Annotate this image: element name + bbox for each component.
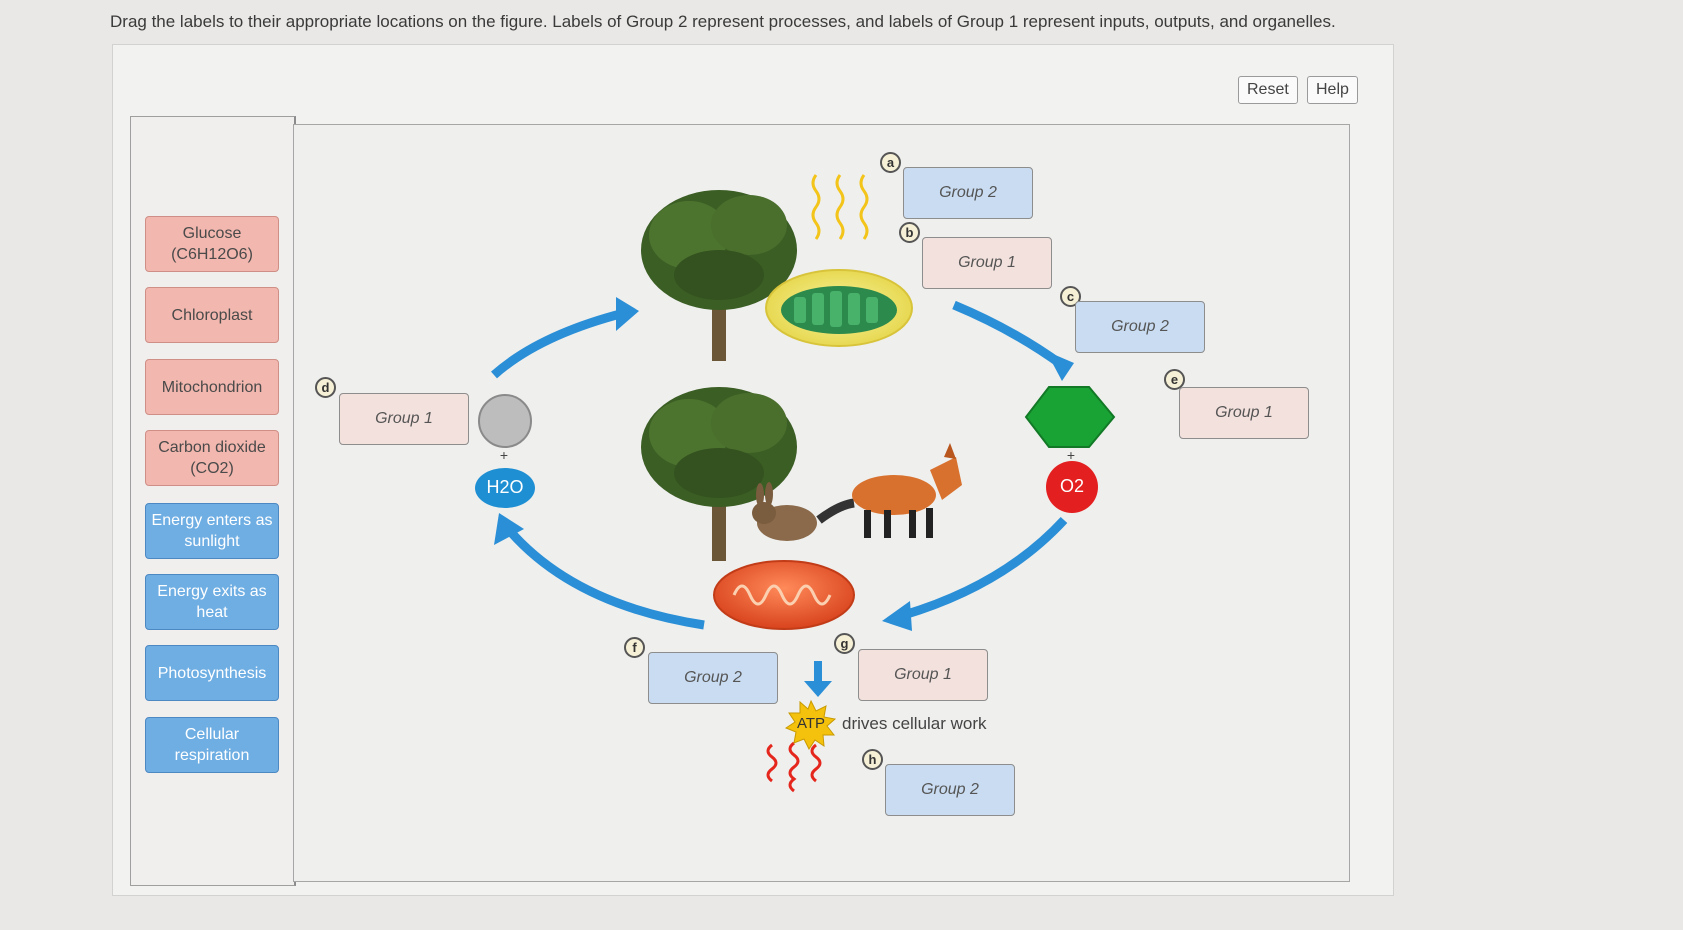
drop-target-h[interactable]: Group 2 (885, 764, 1015, 816)
label-glucose[interactable]: Glucose (C6H12O6) (145, 216, 279, 272)
o2-icon (1046, 461, 1098, 513)
arrow-upper-right (952, 300, 1065, 369)
label-carbon-dioxide-name: Carbon dioxide (158, 439, 266, 456)
label-glucose-formula: (C6H12O6) (171, 246, 253, 263)
atp-text: ATP (796, 715, 826, 732)
heat-icon (766, 741, 822, 793)
arrow-lower-right (902, 516, 1068, 620)
arrow-upper-left (491, 308, 626, 379)
fox-icon (816, 443, 962, 538)
o2-text: O2 (1059, 476, 1084, 496)
target-letter-g: g (834, 633, 855, 654)
target-letter-h: h (862, 749, 883, 770)
arrow-lower-left (505, 527, 705, 630)
mitochondrion-icon (713, 560, 855, 630)
label-mitochondrion[interactable]: Mitochondrion (145, 359, 279, 415)
drop-target-e[interactable]: Group 1 (1179, 387, 1309, 439)
help-button[interactable]: Help (1307, 76, 1358, 104)
cycle-illustration: + + (475, 174, 1116, 793)
label-cellular-respiration[interactable]: Cellular respiration (145, 717, 279, 773)
drop-target-d[interactable]: Group 1 (339, 393, 469, 445)
label-energy-exits-heat[interactable]: Energy exits as heat (145, 574, 279, 630)
h2o-text: H2O (486, 477, 524, 497)
tree-icon-upper (641, 190, 797, 361)
arrow-down-atp (814, 661, 822, 683)
drop-target-f[interactable]: Group 2 (648, 652, 778, 704)
svg-text:+: + (500, 447, 508, 463)
cycle-figure: + + H2O O2 ATP drives cellular work a Gr… (293, 124, 1350, 882)
target-letter-e: e (1164, 369, 1185, 390)
tree-icon-lower (641, 387, 797, 561)
label-photosynthesis[interactable]: Photosynthesis (145, 645, 279, 701)
chloroplast-icon (765, 269, 913, 347)
instructions-text: Drag the labels to their appropriate loc… (110, 12, 1336, 31)
label-bank: Glucose (C6H12O6) Chloroplast Mitochondr… (130, 116, 296, 886)
atp-caption: drives cellular work (842, 714, 987, 733)
reset-button[interactable]: Reset (1238, 76, 1298, 104)
target-letter-b: b (899, 222, 920, 243)
drop-target-a[interactable]: Group 2 (903, 167, 1033, 219)
label-carbon-dioxide[interactable]: Carbon dioxide (CO2) (145, 430, 279, 486)
target-letter-d: d (315, 377, 336, 398)
atp-icon (784, 699, 837, 750)
label-carbon-dioxide-formula: (CO2) (190, 460, 234, 477)
svg-text:+: + (1067, 447, 1075, 463)
drop-target-c[interactable]: Group 2 (1075, 301, 1205, 353)
label-glucose-name: Glucose (182, 225, 242, 242)
co2-hexagon-icon (1024, 386, 1116, 448)
rabbit-icon (752, 482, 817, 541)
sunlight-icon (811, 174, 869, 240)
h2o-icon (475, 468, 535, 508)
glucose-molecule-icon (478, 394, 532, 448)
target-letter-f: f (624, 637, 645, 658)
label-chloroplast[interactable]: Chloroplast (145, 287, 279, 343)
target-letter-a: a (880, 152, 901, 173)
drop-target-b[interactable]: Group 1 (922, 237, 1052, 289)
label-energy-enters-sunlight[interactable]: Energy enters as sunlight (145, 503, 279, 559)
drop-target-g[interactable]: Group 1 (858, 649, 988, 701)
